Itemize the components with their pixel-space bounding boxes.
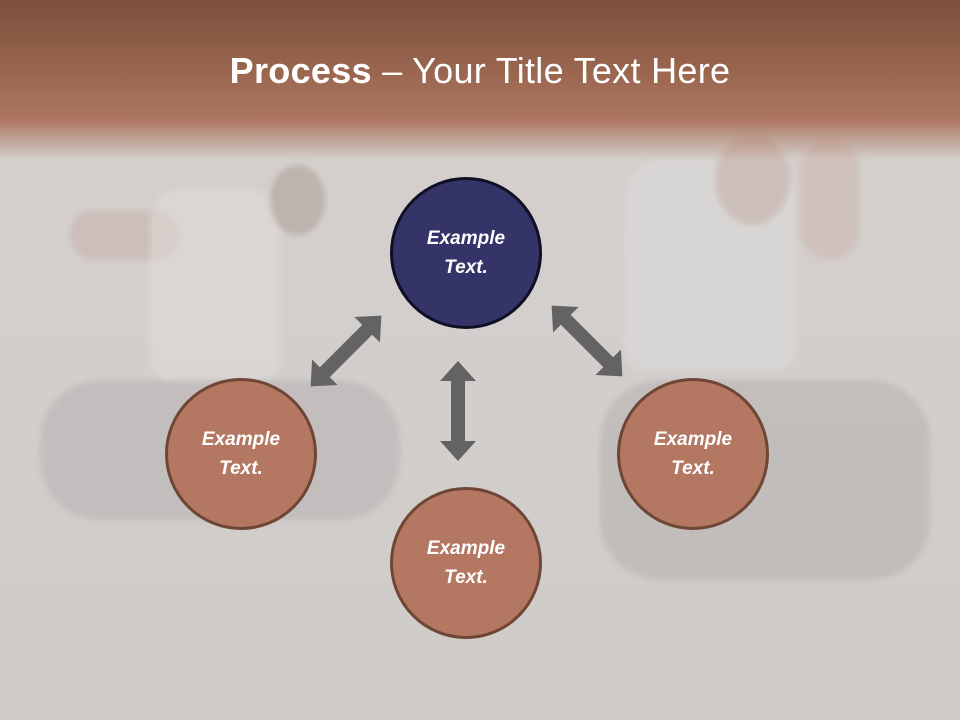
title-bold: Process [229,50,372,91]
node-left[interactable]: Example Text. [165,378,317,530]
background-photo-arm-right [800,140,860,260]
node-top-label: Example Text. [426,228,506,278]
node-right[interactable]: Example Text. [617,378,769,530]
background-photo-woman [150,190,280,380]
arrow-top-right[interactable] [538,292,636,390]
slide-title[interactable]: Process – Your Title Text Here [0,50,960,92]
node-bottom[interactable]: Example Text. [390,487,542,639]
node-left-label: Example Text. [201,429,281,479]
node-top[interactable]: Example Text. [390,177,542,329]
background-photo-woman-head [270,165,325,235]
node-bottom-label: Example Text. [426,538,506,588]
arrow-center-vertical[interactable] [440,361,476,461]
node-right-label: Example Text. [653,429,733,479]
arrow-top-left[interactable] [297,302,395,400]
title-band [0,0,960,160]
title-rest: – Your Title Text Here [371,50,731,91]
